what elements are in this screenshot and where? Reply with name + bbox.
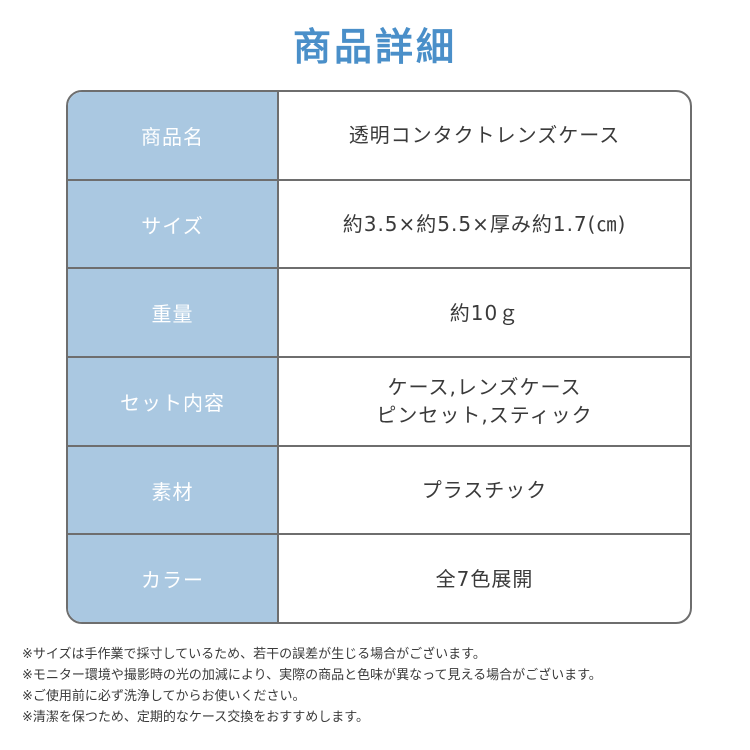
spec-value: プラスチック	[279, 447, 690, 534]
spec-label: 重量	[68, 269, 279, 357]
spec-label: 商品名	[68, 92, 279, 179]
spec-value-line: ケース,レンズケース	[387, 375, 582, 400]
note-line: ※清潔を保つため、定期的なケース交換をおすすめします。	[22, 710, 369, 725]
spec-label: 素材	[68, 446, 279, 534]
spec-row-color: カラー 全7色展開	[68, 535, 690, 622]
note-line: ※モニター環境や撮影時の光の加減により、実際の商品と色味が異なって見える場合がご…	[22, 668, 602, 683]
spec-table: 商品名 透明コンタクトレンズケース サイズ 約3.5×約5.5×厚み約1.7(㎝…	[66, 90, 692, 624]
spec-value-line: 約10ｇ	[449, 300, 520, 325]
spec-row-weight: 重量 約10ｇ	[68, 269, 690, 359]
spec-row-material: 素材 プラスチック	[68, 446, 690, 536]
page-title: 商品詳細	[292, 25, 457, 69]
spec-value-line: 約3.5×約5.5×厚み約1.7(㎝)	[342, 212, 627, 236]
spec-label: カラー	[68, 535, 279, 622]
note-line: ※サイズは手作業で採寸しているため、若干の誤差が生じる場合がございます。	[22, 647, 486, 662]
spec-label: セット内容	[68, 358, 279, 445]
spec-value: ケース,レンズケース ピンセット,スティック	[279, 358, 690, 445]
spec-row-size: サイズ 約3.5×約5.5×厚み約1.7(㎝)	[68, 180, 690, 270]
spec-label: サイズ	[68, 180, 279, 268]
spec-value: 約10ｇ	[279, 269, 690, 356]
spec-row-product-name: 商品名 透明コンタクトレンズケース	[68, 92, 690, 181]
spec-value-line: プラスチック	[421, 478, 548, 503]
spec-value: 透明コンタクトレンズケース	[279, 92, 690, 179]
spec-value-line: 全7色展開	[435, 566, 534, 591]
note-line: ※ご使用前に必ず洗浄してからお使いください。	[22, 689, 306, 704]
spec-value: 全7色展開	[279, 535, 690, 622]
spec-value-line: ピンセット,スティック	[376, 403, 593, 428]
spec-value: 約3.5×約5.5×厚み約1.7(㎝)	[279, 181, 690, 268]
spec-value-line: 透明コンタクトレンズケース	[348, 123, 621, 148]
spec-row-set-contents: セット内容 ケース,レンズケース ピンセット,スティック	[68, 358, 690, 447]
notes: ※サイズは手作業で採寸しているため、若干の誤差が生じる場合がございます。 ※モニ…	[22, 644, 742, 728]
